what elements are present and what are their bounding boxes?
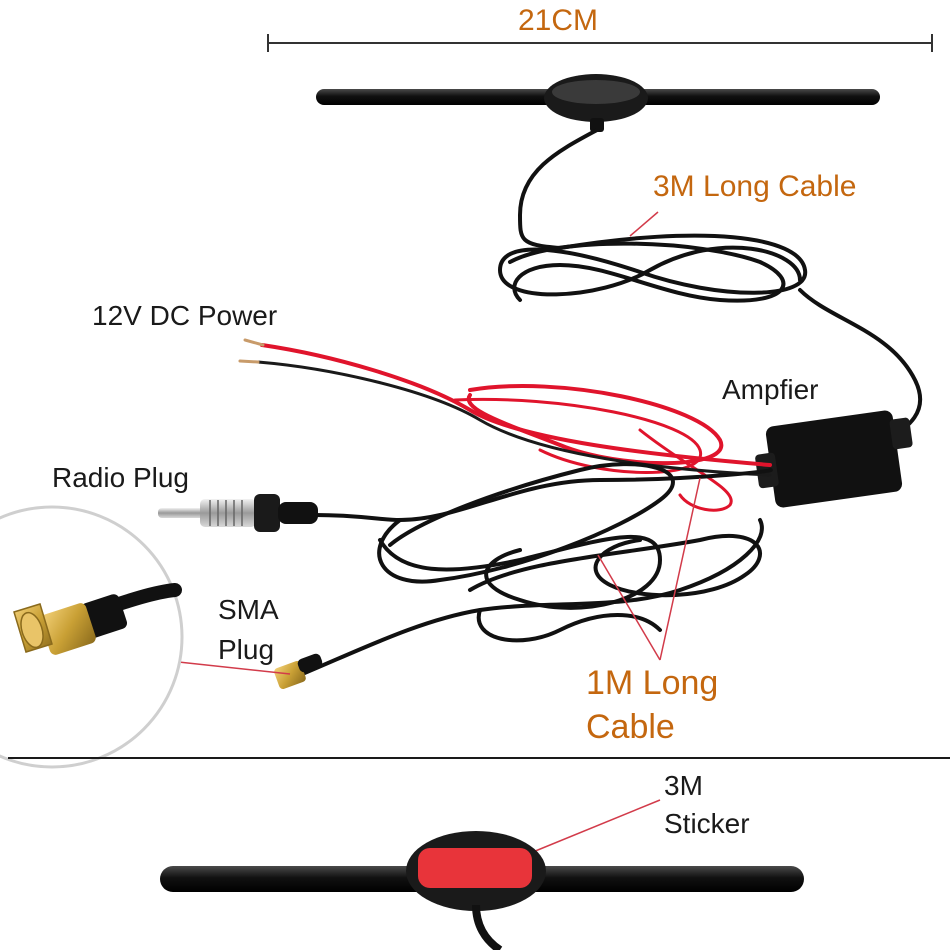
antenna-top: [316, 74, 880, 132]
radio-plug-label: Radio Plug: [52, 462, 189, 493]
power-wires: [238, 338, 772, 512]
cable-1m-label-line2: Cable: [586, 708, 675, 746]
antenna-bottom: [160, 831, 804, 950]
amplifier-label: Ampfier: [722, 374, 819, 405]
sma-plug: [274, 653, 323, 689]
dimension-line: [267, 34, 933, 52]
cable-1m-label-line1: 1M Long: [586, 664, 719, 702]
sma-plug-label-line2: Plug: [218, 634, 275, 665]
callout-lines: [159, 211, 701, 855]
power-label: 12V DC Power: [92, 300, 278, 331]
radio-plug: [158, 494, 318, 532]
sma-closeup-bubble: [0, 505, 184, 769]
cable-1m: [298, 462, 773, 677]
dimension-label: 21CM: [518, 4, 599, 37]
cable-3m-label: 3M Long Cable: [653, 170, 857, 203]
sma-plug-label-line1: SMA: [218, 594, 279, 625]
amplifier-box: [755, 410, 913, 508]
sticker-label-line1: 3M: [664, 770, 703, 801]
sticker-label-line2: Sticker: [664, 808, 750, 839]
